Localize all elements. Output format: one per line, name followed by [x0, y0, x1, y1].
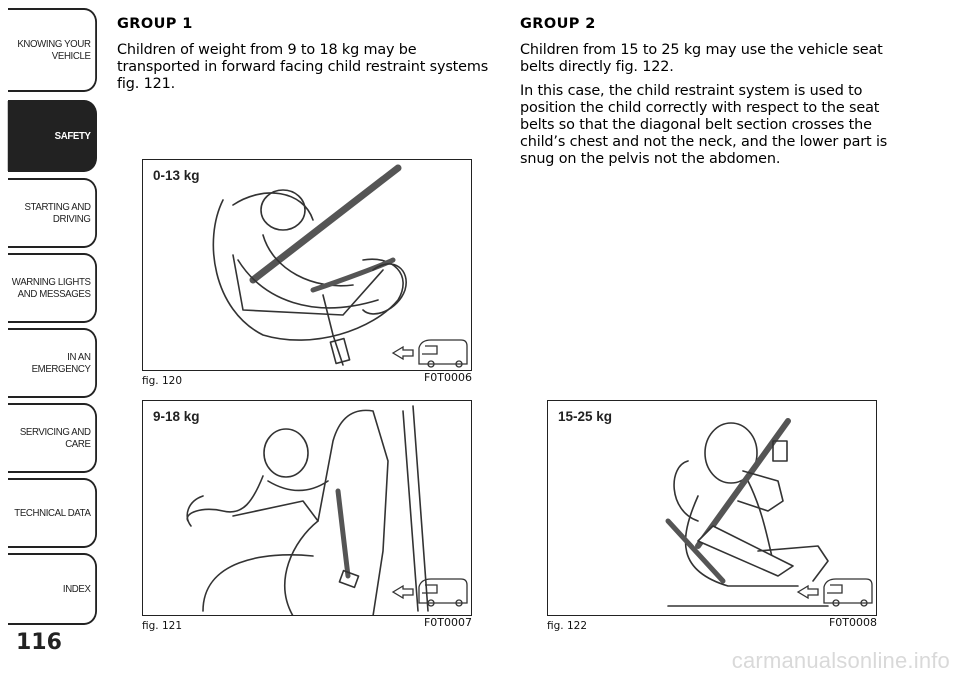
group1-heading: GROUP 1: [117, 16, 193, 32]
page-number: 116: [16, 630, 62, 655]
figure-caption: fig. 120: [142, 375, 182, 387]
infant-carrier-illustration: [212, 164, 407, 366]
van-rear-arrow-icon: [796, 578, 873, 607]
figure-caption: fig. 121: [142, 620, 182, 632]
figure-120-frame: 0-13 kg: [142, 159, 472, 371]
figure-121: 9-18 kg fig. 121 F0T0007: [142, 400, 472, 635]
group2-paragraph-2: In this case, the child restraint system…: [520, 83, 888, 167]
tab-safety[interactable]: SAFETY: [7, 100, 97, 172]
section-tabs: KNOWING YOUR VEHICLE SAFETY STARTING AND…: [0, 0, 100, 640]
figure-122-frame: 15-25 kg: [547, 400, 877, 616]
van-rear-arrow-icon: [391, 339, 468, 368]
tab-technical-data[interactable]: TECHNICAL DATA: [7, 478, 97, 548]
figure-code: F0T0008: [828, 616, 877, 629]
weight-label: 15-25 kg: [558, 409, 613, 424]
tab-servicing-and-care[interactable]: SERVICING AND CARE: [7, 403, 97, 473]
weight-label: 0-13 kg: [153, 168, 200, 183]
van-rear-arrow-icon: [391, 578, 468, 607]
group2-section: GROUP 2 Children from 15 to 25 kg may us…: [520, 16, 900, 175]
tab-index[interactable]: INDEX: [7, 553, 97, 625]
group2-paragraph-1: Children from 15 to 25 kg may use the ve…: [520, 42, 883, 75]
group2-heading: GROUP 2: [520, 16, 596, 32]
group1-paragraph: Children of weight from 9 to 18 kg may b…: [117, 42, 489, 92]
figure-code: F0T0006: [423, 371, 472, 384]
forward-facing-seat-illustration: [186, 405, 429, 615]
figure-code: F0T0007: [423, 616, 472, 629]
watermark: carmanualsonline.info: [731, 648, 950, 673]
figure-121-frame: 9-18 kg: [142, 400, 472, 616]
figure-122: 15-25 kg fig. 122 F0T0008: [547, 400, 877, 635]
tab-in-an-emergency[interactable]: IN AN EMERGENCY: [7, 328, 97, 398]
group1-section: GROUP 1 Children of weight from 9 to 18 …: [117, 16, 502, 100]
figure-120: 0-13 kg fig. 120 F0T0006: [142, 159, 472, 389]
weight-label: 9-18 kg: [153, 409, 200, 424]
tab-warning-lights[interactable]: WARNING LIGHTS AND MESSAGES: [7, 253, 97, 323]
tab-knowing-your-vehicle[interactable]: KNOWING YOUR VEHICLE: [7, 8, 97, 92]
tab-starting-and-driving[interactable]: STARTING AND DRIVING: [7, 178, 97, 248]
figure-caption: fig. 122: [547, 620, 587, 632]
booster-seat-illustration: [665, 418, 829, 607]
